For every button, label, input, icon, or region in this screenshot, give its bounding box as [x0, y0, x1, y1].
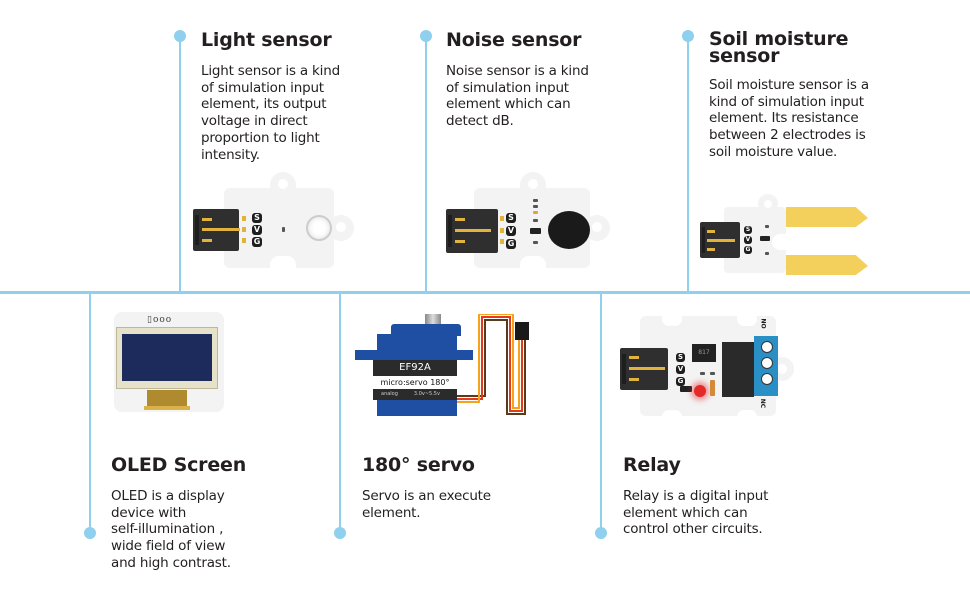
servo-angle: 180° — [430, 378, 450, 387]
desc-line: element which can — [623, 504, 748, 521]
timeline-horizontal-line — [0, 291, 970, 294]
pin-label-v: V — [676, 365, 685, 374]
timeline-dot-relay — [595, 527, 607, 539]
card-title: Relay — [623, 454, 681, 476]
desc-line: wide field of view — [111, 538, 226, 555]
desc-line: OLED is a display — [111, 488, 225, 504]
pin-label-g: G — [676, 377, 685, 386]
timeline-connector-soil — [687, 36, 689, 292]
soil-moisture-sensor-module-icon: S V G — [694, 190, 894, 280]
servo-type: analog — [381, 391, 398, 397]
desc-line: control other circuits. — [623, 521, 763, 538]
noise-sensor-module-icon: S V G — [436, 168, 616, 276]
desc-line: self-illumination , — [111, 521, 224, 538]
card-soil-moisture-sensor: Soil moisture sensor Soil moisture senso… — [709, 28, 929, 161]
pin-label-s: S — [506, 213, 516, 223]
pin-label-v: V — [744, 236, 752, 244]
desc-line: kind of simulation input — [709, 93, 864, 110]
card-title: 180° servo — [362, 454, 475, 476]
timeline-dot-soil — [682, 30, 694, 42]
card-description: Noise sensor is a kind of simulation inp… — [446, 63, 646, 130]
desc-line: of simulation input — [446, 79, 569, 96]
relay-module-icon: S V G 817 NO NC — [612, 310, 797, 425]
card-noise-sensor: Noise sensor Noise sensor is a kind of s… — [446, 31, 646, 130]
servo-spec-label: analog 3.0v~5.5v — [373, 389, 457, 400]
pin-label-g: G — [506, 239, 516, 249]
terminal-label-nc: NC — [759, 398, 767, 409]
pin-label-s: S — [252, 213, 262, 223]
desc-line: and high contrast. — [111, 554, 231, 571]
timeline-dot-oled — [84, 527, 96, 539]
desc-line: Light sensor is a kind — [201, 63, 340, 79]
desc-line: detect dB. — [446, 113, 514, 130]
card-light-sensor: Light sensor Light sensor is a kind of s… — [201, 31, 401, 163]
card-title: OLED Screen — [111, 454, 247, 476]
desc-line: between 2 electrodes is — [709, 127, 866, 144]
desc-line: element. Its resistance — [709, 110, 859, 127]
optocoupler-chip: 817 — [692, 344, 716, 362]
pin-label-g: G — [252, 237, 262, 247]
timeline-connector-relay — [600, 293, 602, 533]
pin-label-v: V — [252, 225, 262, 235]
servo-wire-icon — [457, 314, 529, 415]
desc-line: proportion to light — [201, 129, 320, 146]
desc-line: device with — [111, 504, 187, 521]
desc-line: Noise sensor is a kind — [446, 63, 589, 79]
desc-line: intensity. — [201, 146, 260, 163]
servo-name-label: micro:servo 180° — [373, 376, 457, 389]
pin-label-g: G — [744, 246, 752, 254]
timeline-connector-noise — [425, 36, 427, 292]
timeline-dot-noise — [420, 30, 432, 42]
card-title: Soil moisture sensor — [709, 28, 929, 67]
desc-line: Servo is an execute — [362, 488, 491, 504]
light-sensor-module-icon: S V G — [190, 168, 360, 276]
card-servo: 180° servo Servo is an execute element. — [362, 456, 562, 521]
desc-line: soil moisture value. — [709, 143, 838, 160]
timeline-dot-servo — [334, 527, 346, 539]
timeline-dot-light — [174, 30, 186, 42]
servo-model-label: EF92A — [373, 360, 457, 376]
card-oled-screen: OLED Screen OLED is a display device wit… — [111, 456, 311, 572]
desc-line: of simulation input — [201, 79, 324, 96]
timeline-connector-light — [179, 36, 181, 292]
pin-label-s: S — [676, 353, 685, 362]
desc-line: Relay is a digital input — [623, 488, 769, 504]
led-red-icon — [694, 385, 706, 397]
title-line: Soil moisture — [709, 28, 849, 50]
card-description: Light sensor is a kind of simulation inp… — [201, 63, 401, 163]
servo-motor-icon: EF92A micro:servo 180° analog 3.0v~5.5v — [353, 310, 543, 425]
servo-voltage: 3.0v~5.5v — [413, 391, 440, 397]
card-title: Noise sensor — [446, 29, 582, 51]
desc-line: Soil moisture sensor is a — [709, 77, 869, 93]
card-description: Soil moisture sensor is a kind of simula… — [709, 77, 929, 161]
card-description: Servo is an execute element. — [362, 488, 562, 521]
desc-line: element, its output — [201, 96, 327, 113]
pin-label-s: S — [744, 226, 752, 234]
desc-line: element which can — [446, 96, 571, 113]
card-title: Light sensor — [201, 29, 332, 51]
desc-line: voltage in direct — [201, 113, 308, 130]
timeline-connector-oled — [89, 293, 91, 533]
terminal-label-no: NO — [759, 318, 767, 329]
oled-screen-module-icon: ▯ooo — [112, 310, 227, 420]
card-description: OLED is a display device with self-illum… — [111, 488, 311, 572]
timeline-connector-servo — [339, 293, 341, 533]
servo-name: micro:servo — [380, 378, 428, 387]
title-line: sensor — [709, 45, 780, 67]
card-description: Relay is a digital input element which c… — [623, 488, 843, 538]
pin-label-v: V — [506, 226, 516, 236]
card-relay: Relay Relay is a digital input element w… — [623, 456, 843, 538]
desc-line: element. — [362, 504, 421, 521]
